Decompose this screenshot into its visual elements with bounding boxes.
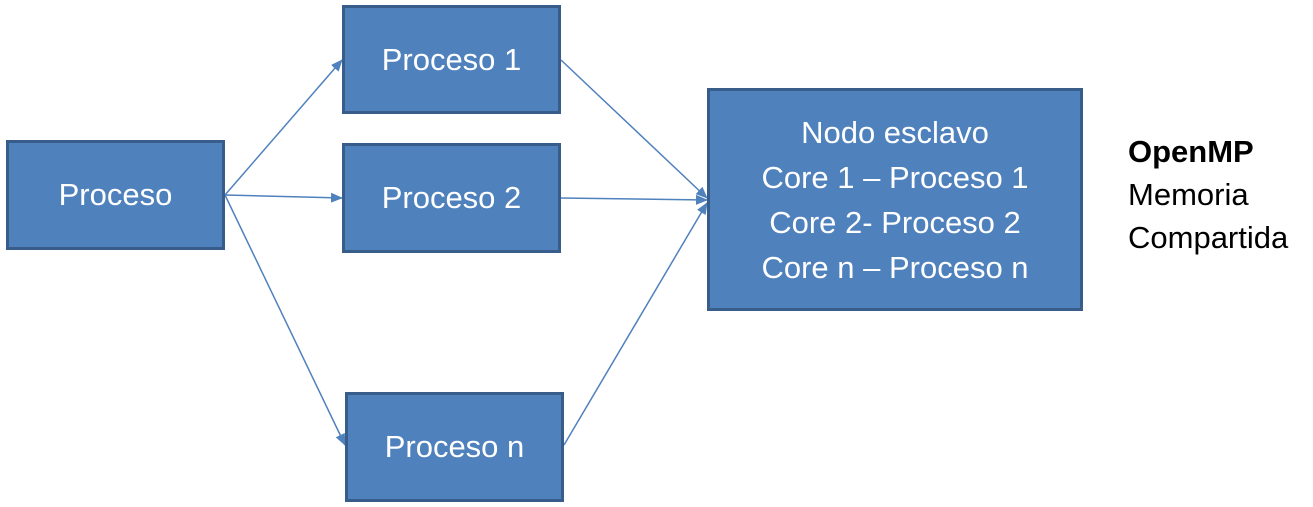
process-1-box: Proceso 1 [342,5,561,114]
openmp-title: OpenMP [1128,134,1254,169]
arrow-proceso-to-proceso-n [224,194,346,446]
slave-node-core-1: Core 1 – Proceso 1 [761,159,1029,195]
process-source-box: Proceso [6,140,225,250]
openmp-note: OpenMP Memoria Compartida [1128,130,1288,259]
arrow-proceso-n-to-slave-node [563,202,708,446]
arrow-proceso-2-to-slave-node [560,194,708,205]
arrow-proceso-1-to-slave-node [560,59,708,199]
arrow-proceso-to-proceso-1 [224,59,343,196]
arrow-proceso-to-proceso-2 [224,192,343,203]
openmp-line-memoria: Memoria [1128,177,1249,212]
process-source-label: Proceso [58,177,173,213]
slave-node-box: Nodo esclavo Core 1 – Proceso 1 Core 2- … [707,88,1083,311]
slave-node-core-2: Core 2- Proceso 2 [769,204,1021,240]
process-1-label: Proceso 1 [381,41,522,77]
process-2-box: Proceso 2 [342,143,561,253]
process-n-label: Proceso n [384,429,525,465]
slave-node-title: Nodo esclavo [801,114,989,150]
process-2-label: Proceso 2 [381,180,522,216]
process-n-box: Proceso n [345,392,564,502]
openmp-line-compartida: Compartida [1128,220,1289,255]
slave-node-core-n: Core n – Proceso n [761,249,1029,285]
